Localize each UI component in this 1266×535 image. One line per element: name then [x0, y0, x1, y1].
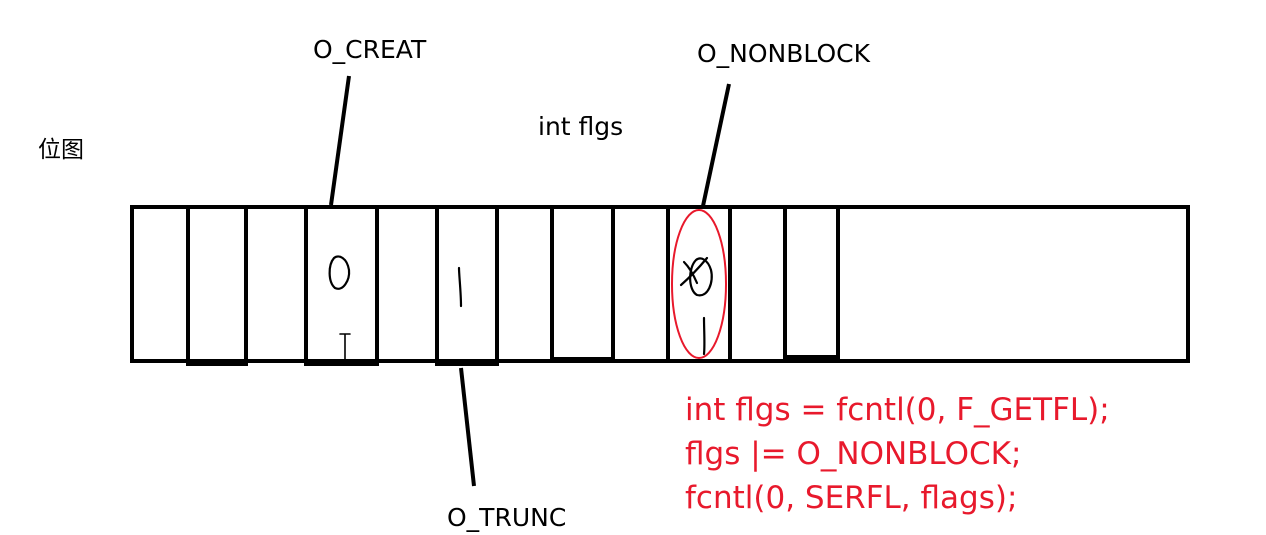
bit-cell-nonblock — [666, 205, 732, 363]
bit-cell-trunc — [435, 205, 499, 366]
code-line: flgs |= O_NONBLOCK; — [685, 436, 1022, 472]
creat-pointer-line — [329, 75, 351, 206]
nonblock-strike-glyph — [679, 256, 709, 287]
code-line: fcntl(0, SERFL, flags); — [685, 480, 1018, 516]
nonblock-highlight-ellipse — [671, 209, 727, 359]
label-o-trunc: O_TRUNC — [447, 503, 567, 532]
bitmap-title: 位图 — [38, 137, 84, 163]
trunc-bit-value-glyph — [457, 266, 463, 308]
text-cursor-icon — [339, 333, 351, 361]
bit-cell — [304, 205, 379, 366]
creat-bit-value-glyph — [328, 255, 351, 290]
bit-cell — [186, 205, 248, 366]
label-o-creat: O_CREAT — [313, 35, 427, 64]
bitmap-outline — [130, 205, 1190, 363]
code-annotation: int flgs = fcntl(0, F_GETFL); flgs |= O_… — [685, 388, 1110, 520]
variable-label: int flgs — [538, 112, 624, 141]
trunc-pointer-line — [459, 367, 476, 487]
label-o-nonblock: O_NONBLOCK — [697, 39, 870, 68]
bit-cell-creat — [304, 205, 379, 366]
bit-cells — [186, 205, 840, 366]
bit-cell — [550, 205, 615, 361]
nonblock-pointer-line — [701, 83, 731, 207]
code-line: int flgs = fcntl(0, F_GETFL); — [685, 392, 1110, 428]
bit-cell — [783, 205, 840, 359]
